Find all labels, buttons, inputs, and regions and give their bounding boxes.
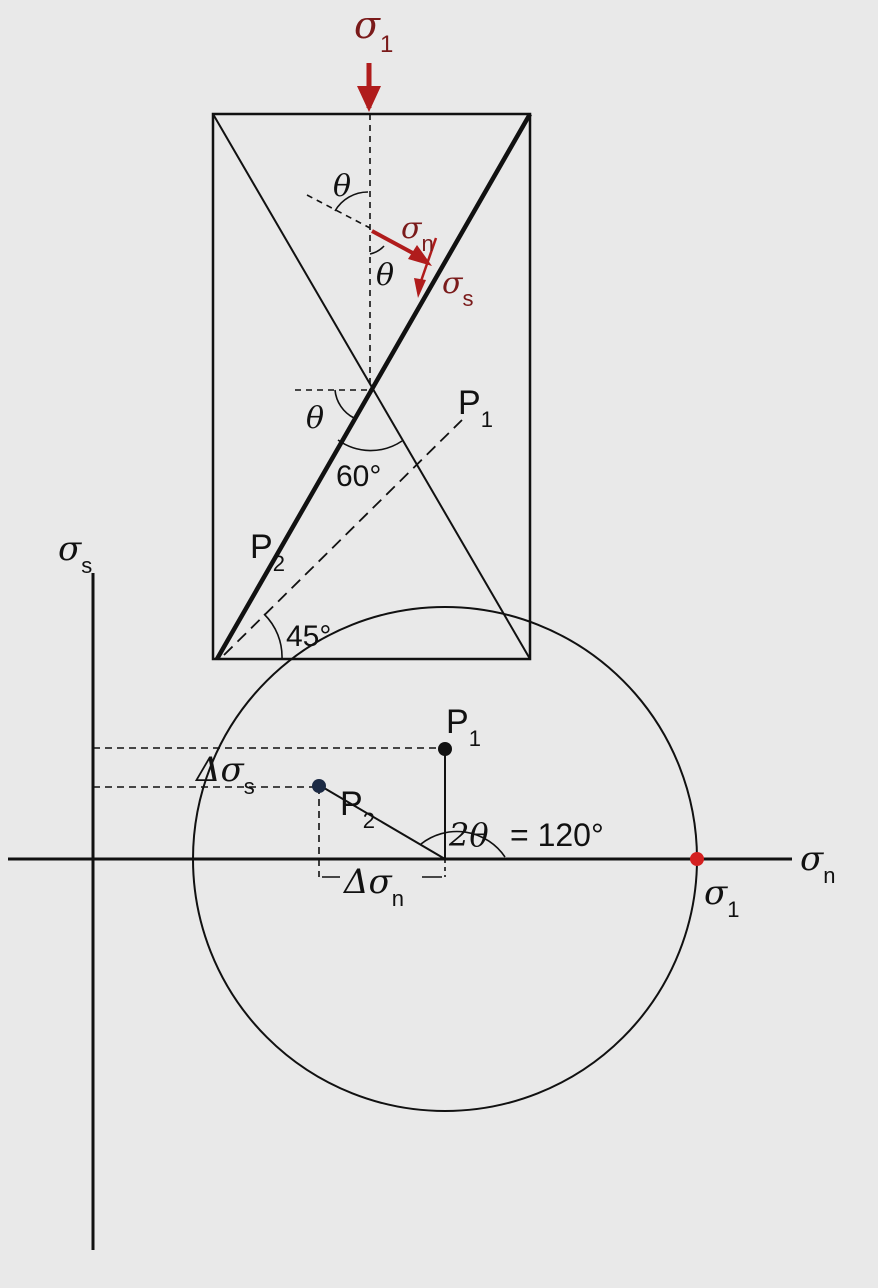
shear-stress-arrow	[418, 237, 438, 285]
shear-stress-label: σs	[442, 266, 473, 311]
delta-shear-label: Δσs	[194, 750, 255, 799]
sigma1-label: σ1	[704, 873, 739, 922]
p1-label-specimen: P1	[458, 384, 493, 432]
p2-point	[312, 779, 326, 793]
shear-stress-arrow-head	[414, 278, 426, 298]
normal-stress-label: σn	[401, 211, 434, 256]
load-arrow-head	[357, 86, 381, 112]
specimen-block: σ1 θ θ θ σn σs P1 60° P2 45°	[211, 3, 532, 661]
specimen-outline	[211, 112, 532, 661]
sixty-degree-arc	[337, 439, 403, 452]
theta-label-top: θ	[333, 169, 351, 204]
shear-axis-label: σs	[58, 529, 92, 578]
load-label: σ1	[354, 3, 393, 58]
sigma1-point	[690, 852, 704, 866]
p1-label: P1	[446, 703, 481, 751]
p1-point	[438, 742, 452, 756]
theta-arc-intersection	[334, 389, 355, 419]
sixty-degree-label: 60°	[336, 460, 381, 493]
plane-normal-line	[306, 194, 371, 229]
two-theta-arc	[420, 830, 506, 858]
p2-label-specimen: P2	[250, 528, 285, 576]
delta-normal-label: Δσn	[342, 862, 404, 911]
fracture-plane	[215, 112, 532, 661]
fortyfive-degree-arc	[263, 613, 283, 660]
p2-label: P2	[340, 785, 375, 833]
equals-120-label: = 120°	[510, 817, 604, 853]
two-theta-label: 2θ	[448, 816, 489, 854]
normal-stress-arrow-head	[408, 245, 432, 266]
normal-axis-label: σn	[800, 839, 835, 888]
theta-label-mid: θ	[376, 258, 394, 293]
mohr-diagram: σs σn P1 P2 Δσs Δσn 2θ = 120° σ1	[8, 529, 835, 1250]
theta-label-intersection: θ	[306, 401, 324, 436]
p2-radius	[318, 784, 446, 860]
theta-arc-top	[334, 191, 369, 212]
theta-arc-mid	[369, 245, 385, 255]
